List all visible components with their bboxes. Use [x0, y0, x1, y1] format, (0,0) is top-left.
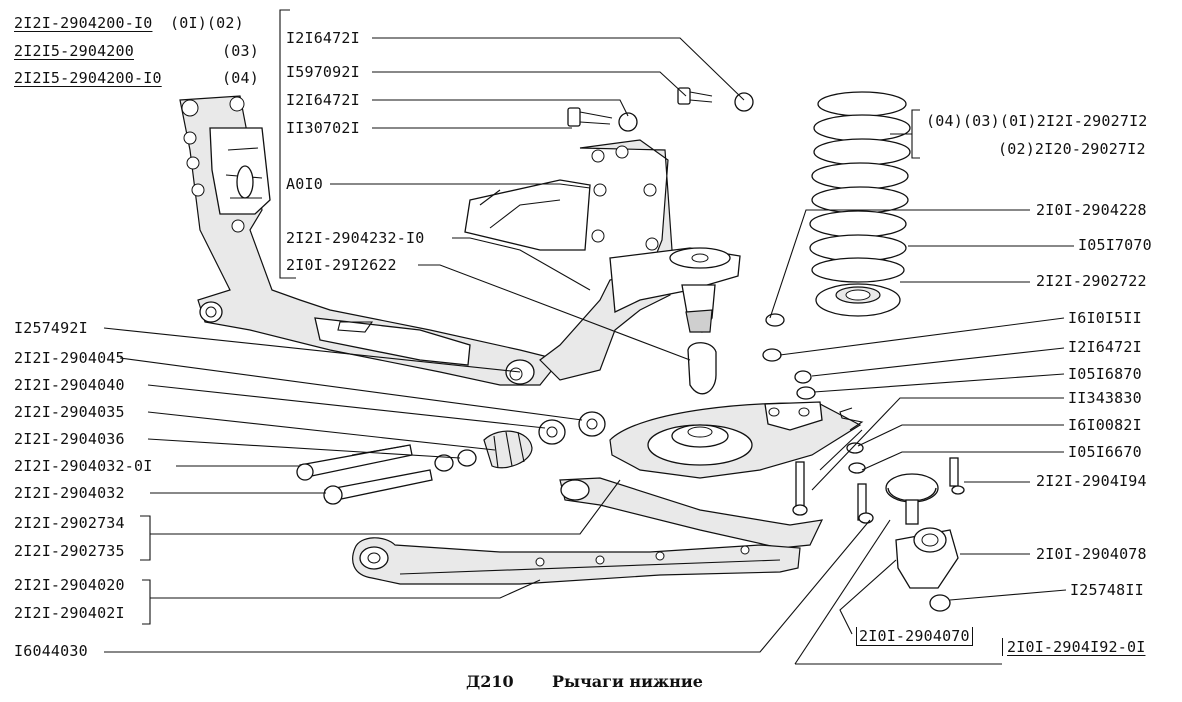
callout-group-1-a: 2I2I-2902734: [14, 514, 125, 532]
callout-right-11: 2I0I-2904078: [1036, 545, 1147, 563]
header-part-2-code: 2I2I5-2904200: [14, 42, 134, 60]
callout-bottom-left: I6044030: [14, 642, 88, 660]
header-part-1-code: 2I2I-2904200-I0: [14, 14, 153, 32]
callout-top-1: I2I6472I: [286, 29, 360, 47]
callout-right-4: I6I0I5II: [1068, 309, 1142, 327]
callout-spring-b: (02)2I20-29027I2: [998, 140, 1146, 158]
header-part-3-variant: (04): [222, 69, 259, 87]
callout-top-5: A0I0: [286, 175, 323, 193]
callout-top-3: I2I6472I: [286, 91, 360, 109]
callout-right-7: II343830: [1068, 389, 1142, 407]
upper-bracket-drawing: [464, 139, 741, 381]
spring-cup-drawing: [609, 401, 862, 479]
callout-left-2: 2I2I-2904045: [14, 349, 125, 367]
vertical-bolts-drawing: [792, 457, 965, 524]
callout-right-2: I05I7070: [1078, 236, 1152, 254]
lower-arms-drawing: [352, 477, 824, 585]
callout-top-7: 2I0I-29I2622: [286, 256, 397, 274]
callout-bottom-center: 2I0I-2904070: [856, 627, 973, 646]
callout-right-9: I05I6670: [1068, 443, 1142, 461]
callout-left-4: 2I2I-2904035: [14, 403, 125, 421]
callout-right-6: I05I6870: [1068, 365, 1142, 383]
callout-right-12: I25748II: [1070, 581, 1144, 599]
callout-right-3: 2I2I-2902722: [1036, 272, 1147, 290]
callout-right-5: I2I6472I: [1068, 338, 1142, 356]
callout-group-2-a: 2I2I-2904020: [14, 576, 125, 594]
ball-joint-drawing: [885, 473, 959, 612]
caption-title: Рычаги нижние: [552, 672, 703, 691]
leader-lines: [103, 37, 1074, 665]
washers-drawing: [762, 313, 866, 474]
callout-spring-a: (04)(03)(0I)2I2I-29027I2: [926, 112, 1148, 130]
caption-code: Д210: [466, 672, 514, 691]
callout-left-7: 2I2I-2904032: [14, 484, 125, 502]
header-part-2-variant: (03): [222, 42, 259, 60]
cross-member-drawing: [179, 95, 562, 386]
callout-left-6: 2I2I-2904032-0I: [14, 457, 153, 475]
callout-left-1: I257492I: [14, 319, 88, 337]
callout-bottom-right: 2I0I-2904I92-0I: [1002, 638, 1145, 656]
callout-left-5: 2I2I-2904036: [14, 430, 125, 448]
callout-right-1: 2I0I-2904228: [1036, 201, 1147, 219]
callout-right-8: I6I0082I: [1068, 416, 1142, 434]
header-part-3-code: 2I2I5-2904200-I0: [14, 69, 162, 87]
callout-right-10: 2I2I-2904I94: [1036, 472, 1147, 490]
callout-top-6: 2I2I-2904232-I0: [286, 229, 425, 247]
callout-group-1-b: 2I2I-2902735: [14, 542, 125, 560]
callout-top-2: I597092I: [286, 63, 360, 81]
callout-group-2-b: 2I2I-290402I: [14, 604, 125, 622]
header-part-1-variant: (0I)(02): [170, 14, 244, 32]
bump-stop-drawing: [687, 342, 717, 395]
callout-left-3: 2I2I-2904040: [14, 376, 125, 394]
top-bolts-drawing: [567, 87, 754, 132]
callout-top-4: II30702I: [286, 119, 360, 137]
coil-spring-drawing: [809, 91, 911, 317]
header-bracket: [279, 9, 296, 279]
